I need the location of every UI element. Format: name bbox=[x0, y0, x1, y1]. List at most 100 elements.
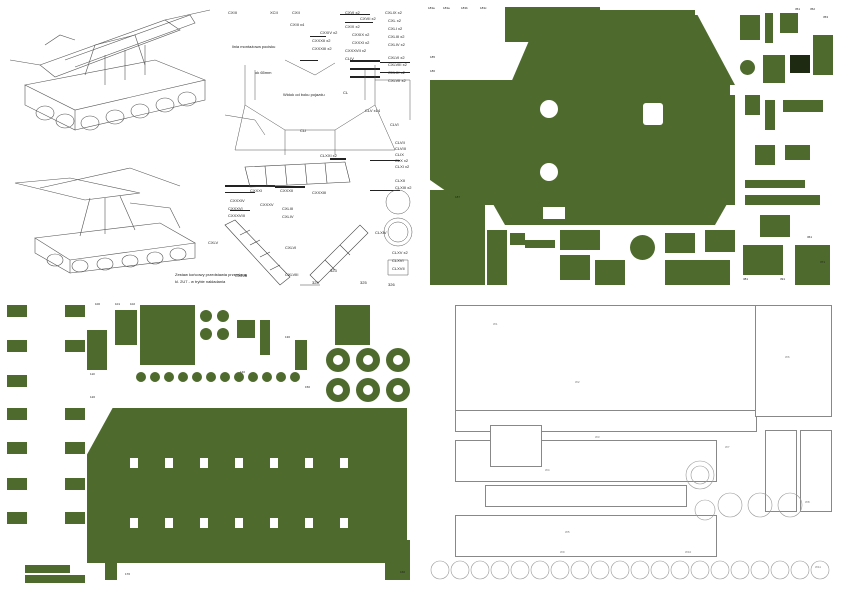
part-label: CXII bbox=[292, 10, 300, 15]
part-label: CXLVI bbox=[285, 245, 297, 250]
panel-cutout bbox=[165, 518, 173, 528]
part-label: CXXXI bbox=[250, 188, 263, 193]
part-strip bbox=[380, 72, 410, 73]
hull-panel-main bbox=[430, 80, 730, 205]
part-label: CXL x2 bbox=[388, 18, 401, 23]
panel-cutout bbox=[200, 518, 208, 528]
part-label: CXLIII x2 bbox=[388, 34, 405, 39]
outline-panel-lower-2 bbox=[485, 485, 687, 507]
part-label: CXVI x2 bbox=[345, 10, 360, 15]
green-parts-sheet-top: 183a 183a 183b 183c 185 186 187 351 352 … bbox=[425, 5, 835, 290]
small-part bbox=[335, 305, 370, 345]
panel-cutout bbox=[340, 518, 348, 528]
part-label: XCII bbox=[270, 10, 278, 15]
part-number: 183a bbox=[443, 6, 450, 10]
part-label: CLIV bbox=[345, 56, 354, 61]
green-parts-sheet-bottom: W W W W 100 101 102 110 120 130 140 150 … bbox=[5, 300, 415, 590]
small-part bbox=[140, 305, 195, 365]
part-number: 183b bbox=[461, 6, 468, 10]
outline-disk-row bbox=[430, 560, 830, 580]
crane-arm-drawing bbox=[224, 219, 291, 286]
small-part bbox=[87, 330, 107, 370]
part-label: CLXXI x2 bbox=[320, 153, 337, 158]
part-number: W4 bbox=[545, 468, 550, 472]
small-part bbox=[765, 13, 773, 43]
support-arm-drawing bbox=[300, 224, 369, 286]
part-number: W7 bbox=[725, 445, 730, 449]
part-number: 187 bbox=[455, 195, 461, 199]
panel-cutout bbox=[200, 458, 208, 468]
part-number: W3 bbox=[595, 435, 600, 439]
part-number: 352 bbox=[810, 7, 816, 11]
small-part bbox=[200, 310, 212, 322]
part-strip bbox=[340, 14, 370, 15]
small-part bbox=[740, 60, 755, 75]
part-label: CXLVII bbox=[235, 273, 248, 278]
small-part bbox=[560, 255, 590, 280]
part-label: CXXXVIII bbox=[228, 213, 245, 218]
part-number: 186 bbox=[430, 69, 436, 73]
small-part bbox=[785, 145, 810, 160]
edge-tab bbox=[7, 375, 27, 387]
part-label: CXXXIII x2 bbox=[312, 46, 332, 51]
stamp-letter: W bbox=[395, 385, 399, 390]
hull-side-panel bbox=[87, 408, 407, 563]
part-label: CXXXII x2 bbox=[312, 38, 331, 43]
part-label: CXLIX x2 bbox=[385, 10, 402, 15]
hatch-rect bbox=[643, 103, 663, 125]
part-number: W9 bbox=[560, 550, 565, 554]
small-part bbox=[105, 560, 117, 580]
edge-tab bbox=[65, 442, 85, 454]
part-number: W8 bbox=[805, 500, 810, 504]
part-strip bbox=[275, 186, 305, 188]
part-number: 140 bbox=[240, 370, 246, 374]
part-strip bbox=[345, 22, 373, 23]
assembly-note-1: linia montażowa pocisku bbox=[232, 44, 276, 49]
hull-panel-right-block bbox=[595, 10, 695, 50]
part-strip bbox=[370, 190, 400, 191]
stamp-letter: W bbox=[365, 355, 369, 360]
panel-cutout bbox=[305, 518, 313, 528]
edge-tab bbox=[65, 478, 85, 490]
part-label: CXLV bbox=[208, 240, 219, 245]
part-strip bbox=[350, 68, 380, 70]
part-label: CLXIV bbox=[375, 230, 387, 235]
part-label: CLXIII x2 bbox=[395, 185, 412, 190]
part-label: CXXXII bbox=[280, 188, 294, 193]
part-strip bbox=[300, 60, 318, 61]
part-number: W5 bbox=[565, 530, 570, 534]
panel-cutout bbox=[305, 458, 313, 468]
part-label: CLXII bbox=[395, 178, 406, 183]
part-label: CXVII x2 bbox=[360, 16, 376, 21]
small-part bbox=[765, 100, 775, 130]
part-strip bbox=[225, 192, 255, 193]
small-part bbox=[780, 13, 798, 33]
panel-cutout bbox=[165, 458, 173, 468]
outline-panel-main bbox=[455, 305, 757, 427]
part-number: W10 bbox=[685, 550, 692, 554]
hatch-circle bbox=[540, 163, 558, 181]
assembly-sheet: Zestaw końcowy przedstawia przemianę kl.… bbox=[0, 0, 420, 295]
part-strip bbox=[310, 36, 326, 37]
edge-tab bbox=[7, 408, 27, 420]
edge-tab bbox=[7, 340, 27, 352]
part-number: 183c bbox=[480, 6, 487, 10]
part-label: CLXI x2 bbox=[395, 164, 410, 169]
part-label: CXLIV bbox=[282, 214, 294, 219]
part-label: CXXXI x2 bbox=[352, 40, 370, 45]
launcher-frame-drawing bbox=[224, 59, 411, 155]
small-part bbox=[630, 235, 655, 260]
small-part bbox=[295, 340, 307, 370]
edge-tab bbox=[7, 442, 27, 454]
part-label: CXLIX x2 bbox=[388, 70, 405, 75]
part-number: 185 bbox=[430, 55, 436, 59]
ladder-drawing bbox=[244, 161, 351, 188]
part-label: CLVII bbox=[395, 140, 405, 145]
small-part bbox=[665, 233, 695, 253]
t-piece-strip bbox=[25, 575, 85, 583]
part-label: CLXVI bbox=[392, 258, 404, 263]
vehicle-isometric-lower bbox=[14, 167, 196, 274]
part-number: 170 bbox=[125, 572, 131, 576]
assembly-note-3: Widok od boku pojazdu bbox=[283, 92, 325, 97]
outline-box bbox=[490, 425, 542, 467]
